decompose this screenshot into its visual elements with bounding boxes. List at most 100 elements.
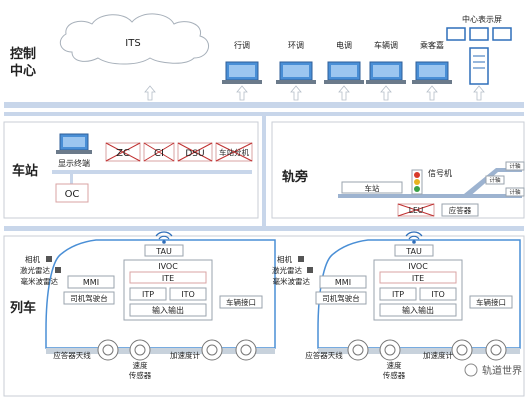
tau-box [144,244,184,257]
axle-counters: 计轴 计轴 计轴 [485,161,525,197]
driver-console-box [315,291,367,305]
speed-sensor-label-2: 传感器 [383,370,406,380]
train-unit-1: TAU IVOC ITE ITP ITO 输入输出 MMI 司机驾驶台 相机 激… [20,231,276,380]
screen-panel [492,27,512,41]
arrow-icon [473,85,485,101]
axle-counter-box [505,187,525,197]
cc-arrows [144,85,485,101]
terminal-label: 车辆调 [374,40,398,50]
keyboard-icon [222,80,262,84]
vehicle-interface-box [469,295,513,309]
itp-box [129,287,167,301]
oc-box-frame [55,183,89,203]
keyboard-icon [56,150,92,154]
screen-panel [469,27,489,41]
station-extension-box: 车站分机 [215,142,253,162]
axle-counter-label: 计轴 [489,176,501,184]
arrow-icon [144,85,156,101]
balise-box: 应答器 [441,203,479,217]
wifi-icon [155,231,173,244]
itp-label: ITP [142,290,154,299]
cross-line [397,203,435,217]
watermark: 轨道世界 [464,363,522,377]
switch-track [464,168,522,198]
ite-label: ITE [412,274,424,283]
station-bus [52,170,252,174]
balise-label: 应答器 [449,205,472,215]
monitor-screen [419,65,445,77]
axle-counter-label: 计轴 [509,188,521,196]
train-section: 列车 TAU IVOC ITE ITP ITO 输入输出 [3,231,525,397]
lidar-icon [307,267,313,273]
tau-box [394,244,434,257]
io-label: 输入输出 [152,305,184,315]
trackside-station-box [341,181,403,194]
terminal-5: 乘客嘉 [412,40,452,84]
antenna-label: 应答器天线 [53,350,91,360]
arrow-icon [380,85,392,101]
leu-label: LEU [409,206,423,215]
wifi-icon [405,231,423,244]
station-display-terminal: 显示终端 [56,133,92,168]
camera-icon [46,256,52,262]
speed-sensor-label-1: 速度 [387,360,402,370]
trackside-station-label: 车站 [365,183,380,193]
control-center-title-line1: 控制 [10,46,36,62]
signal-green-light [414,186,420,192]
io-box [129,303,207,317]
trackside-panel [271,121,525,219]
dsu-label: DSU [185,149,204,159]
terminal-3: 电调 [324,40,364,84]
control-center-section: 控制 中心 ITS 行调 环调 电调 [10,13,512,101]
oc-connector [70,174,73,184]
ite-label: ITE [162,274,174,283]
keyboard-icon [366,80,406,84]
ito-box [419,287,457,301]
wheels [97,339,257,361]
oc-box: OC [55,183,89,203]
main-track [338,194,522,198]
io-box [379,303,457,317]
backbone-bus-vertical [262,116,266,226]
vehicle-interface-label: 车辆接口 [226,297,256,307]
driver-console-label: 司机驾驶台 [70,293,108,303]
cross-line [215,142,253,162]
wheel-hub [240,344,252,356]
its-label: ITS [125,38,140,49]
tau-label: TAU [155,247,172,256]
axle-counter-box [505,161,525,171]
sensor-camera-label: 相机 [25,254,40,264]
driver-console-label: 司机驾驶台 [322,293,360,303]
trackside-section: 轨旁 车站 信号机 计轴 计轴 计轴 LEU [271,121,525,219]
station-equipment: ZC CI DSU 车站分机 [105,142,253,162]
its-cloud: ITS [59,13,209,65]
driver-console-box [63,291,115,305]
cross-line [105,142,141,162]
lidar-icon [55,267,61,273]
arrow-icon [290,85,302,101]
cross-line [177,142,213,162]
ite-box [379,271,457,284]
terminal-1: 行调 [222,40,262,84]
signal-yellow-light [414,179,420,185]
wheel-hub [456,344,468,356]
balise-box-frame [441,203,479,217]
camera-icon [298,256,304,262]
cross-line [143,142,175,162]
watermark-text: 轨道世界 [482,364,522,377]
ito-box [169,287,207,301]
cloud-shape [59,13,209,65]
signal-label: 信号机 [428,168,452,178]
signal-red-light [414,172,420,178]
mmi-box [319,275,367,289]
arrow-icon [236,85,248,101]
terminal-4: 车辆调 [366,40,406,84]
sensor-lidar-label: 激光雷达 [20,265,50,275]
server-cabinet-icon [469,47,489,85]
monitor-screen [283,65,309,77]
terminal-2: 环调 [276,41,316,84]
speed-sensor-label-1: 速度 [133,360,148,370]
sensor-radar-label: 毫米波雷达 [273,276,311,286]
terminal-label: 乘客嘉 [420,40,444,50]
wheel-hub [134,344,146,356]
